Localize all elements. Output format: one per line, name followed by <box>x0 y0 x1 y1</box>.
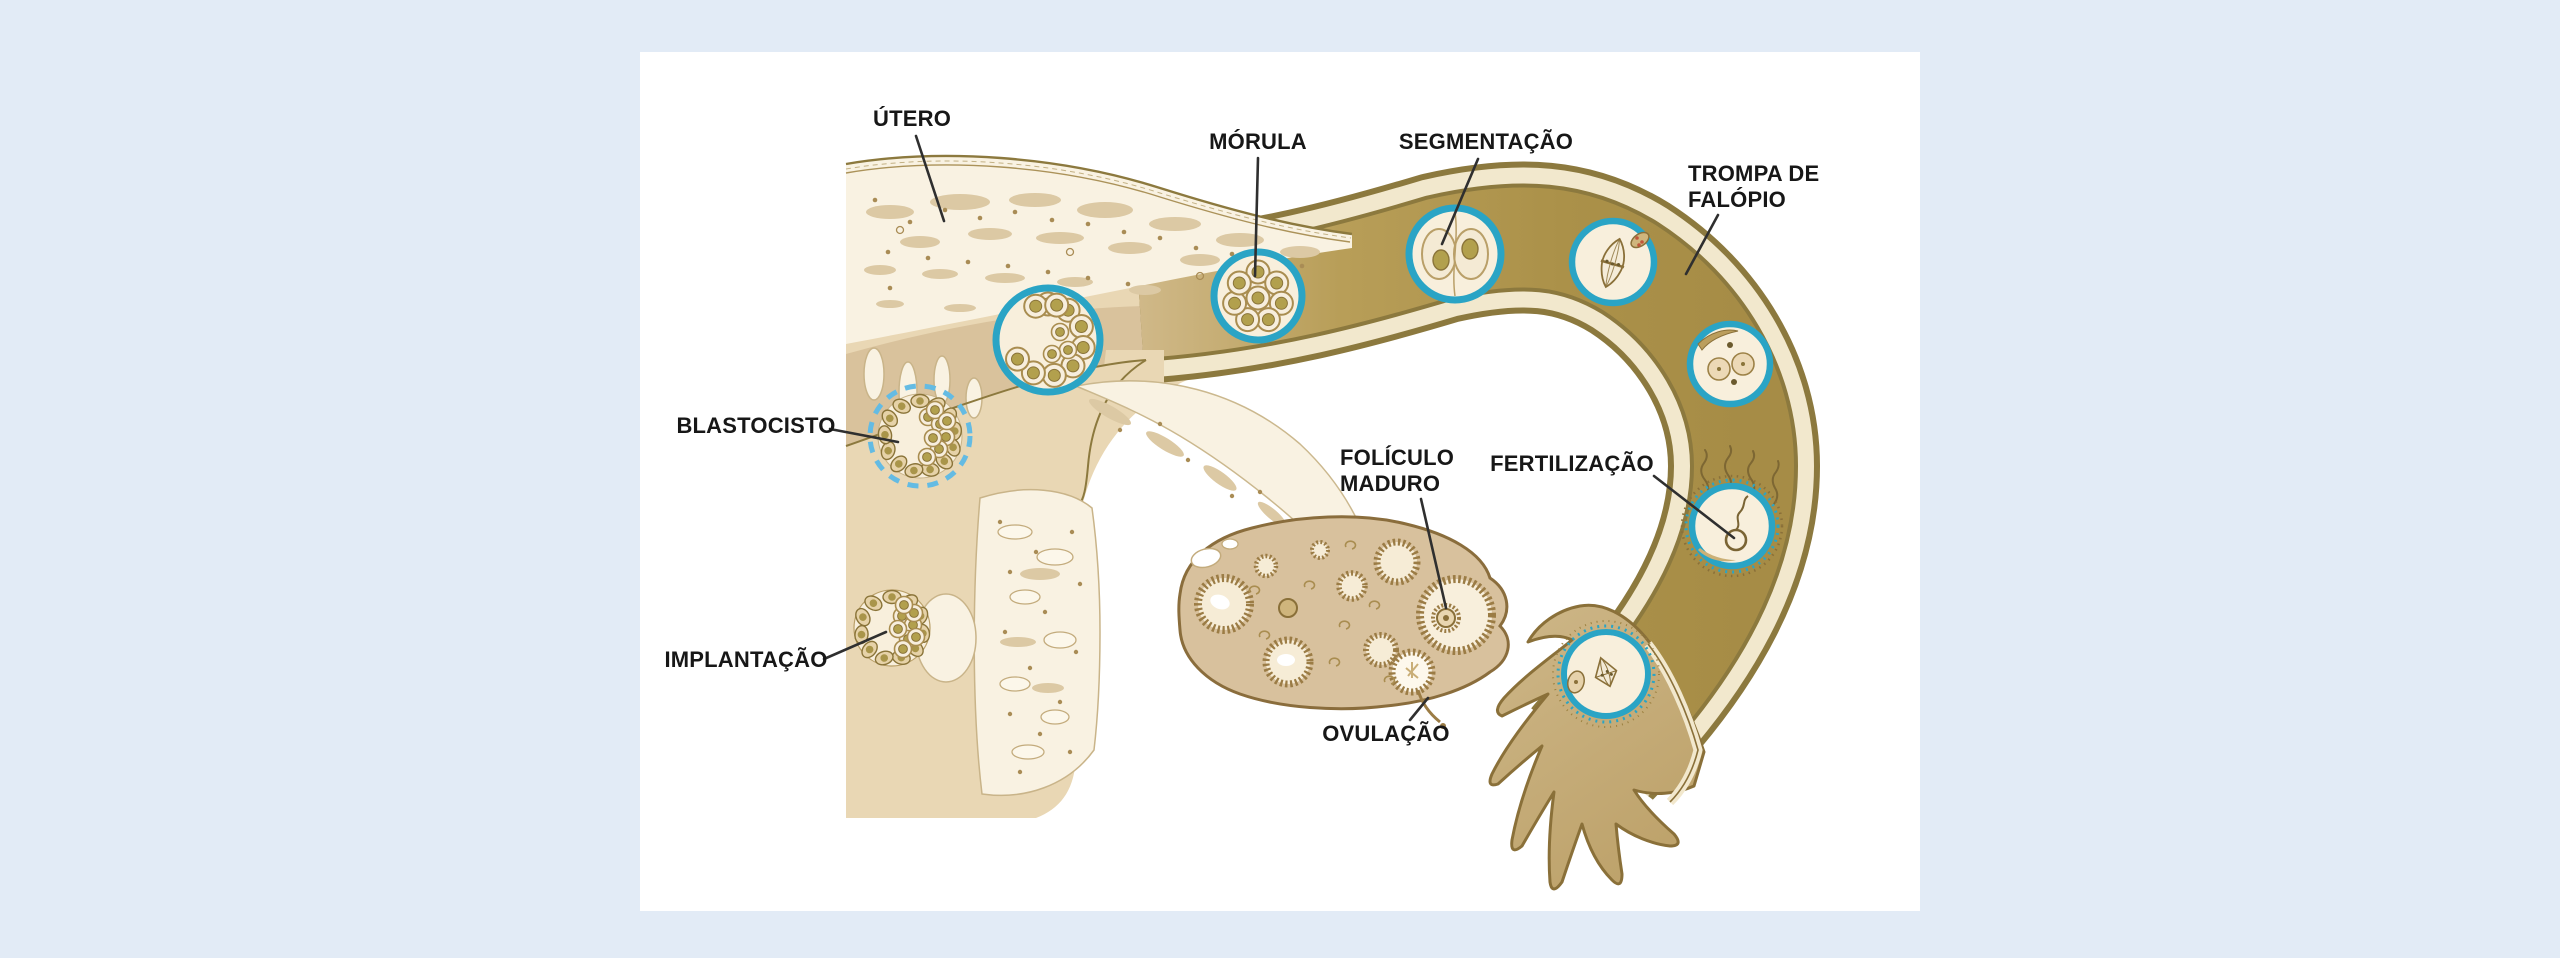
lining-dots <box>872 197 1305 291</box>
label-trompa-line2: FALÓPIO <box>1688 187 1786 212</box>
label-segmentacao: SEGMENTAÇÃO <box>1399 129 1573 154</box>
leader-morula <box>1253 156 1260 278</box>
lining-speckles <box>864 193 1320 312</box>
leader-fertilizacao <box>1652 474 1736 540</box>
illustration-panel: ÚTERO MÓRULA SEGMENTAÇÃO TROMPA DE FALÓP… <box>640 52 1920 911</box>
stage-blastocyst <box>867 383 973 489</box>
label-foliculo-line1: FOLÍCULO <box>1340 445 1454 470</box>
leader-trompa <box>1684 213 1720 276</box>
leader-segmentacao <box>1440 157 1480 246</box>
label-foliculo-line2: MADURO <box>1340 471 1440 496</box>
stage-fertilization <box>1680 474 1784 578</box>
ovary-texture <box>1248 540 1396 685</box>
stage-two-cell <box>1405 204 1505 304</box>
leader-utero <box>914 134 946 223</box>
ovary <box>1177 515 1510 729</box>
mature-follicle <box>1416 575 1496 655</box>
label-morula: MÓRULA <box>1209 129 1307 154</box>
labels: ÚTERO MÓRULA SEGMENTAÇÃO TROMPA DE FALÓP… <box>664 106 1819 746</box>
stage-implantation-embryo <box>852 589 932 668</box>
leader-ovulacao <box>1408 696 1430 722</box>
sperm-tail <box>1735 495 1749 531</box>
label-ovulacao: OVULAÇÃO <box>1322 721 1450 746</box>
stage-morula-16cell <box>992 284 1104 396</box>
label-implantacao: IMPLANTAÇÃO <box>664 647 827 672</box>
ruptured-follicle <box>1388 648 1446 729</box>
leader-foliculo <box>1419 497 1448 610</box>
label-fertilizacao: FERTILIZAÇÃO <box>1490 451 1654 476</box>
uterine-lining-top <box>845 154 1353 507</box>
label-utero: ÚTERO <box>873 106 951 131</box>
sperm-tails <box>1700 445 1780 505</box>
leader-implantacao <box>822 630 888 661</box>
label-trompa-line1: TROMPA DE <box>1688 161 1819 186</box>
stage-ovum-corona <box>1552 620 1660 728</box>
leader-lines <box>822 134 1736 722</box>
leader-blastocisto <box>828 427 900 444</box>
stage-zygote-pronuclei <box>1686 320 1774 408</box>
stage-mitosis-spindle <box>1568 217 1658 307</box>
stage-morula <box>1210 248 1306 344</box>
fertilization-implantation-diagram: ÚTERO MÓRULA SEGMENTAÇÃO TROMPA DE FALÓP… <box>664 106 1821 891</box>
uterine-lining-right <box>915 488 1101 797</box>
label-blastocisto: BLASTOCISTO <box>676 413 835 438</box>
